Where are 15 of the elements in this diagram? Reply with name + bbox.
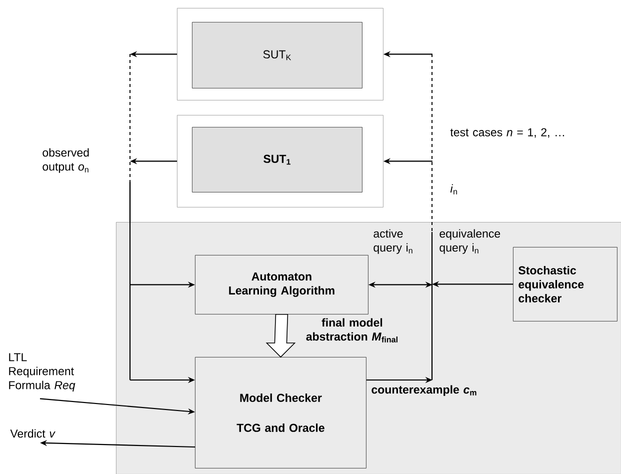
process-box: Stochastic equivalence checker — [513, 247, 618, 322]
label-text: test cases n = 1, 2, … — [450, 128, 564, 138]
edge-label: active query i$_{n}$ — [374, 229, 412, 254]
edge-label: equivalence query i$_{n}$ — [440, 229, 500, 254]
input-label: LTL Requirement Formula Req — [9, 353, 76, 392]
label-text: i$_{n}$ — [450, 184, 457, 194]
block-arrow — [266, 314, 296, 358]
system-box: SUT$_{K}$ — [192, 22, 362, 88]
output-label: Verdict v — [10, 429, 56, 438]
label-text: observed output o$_{n}$ — [42, 148, 89, 173]
system-box: SUT$_{1}$ — [192, 127, 362, 192]
process-box: Model Checker TCG and Oracle — [195, 357, 366, 468]
edge-label: final model abstraction M$_{final}$ — [306, 318, 398, 342]
edge-label: counterexample c$_{m}$ — [372, 385, 476, 396]
process-box: Automaton Learning Algorithm — [195, 255, 368, 314]
